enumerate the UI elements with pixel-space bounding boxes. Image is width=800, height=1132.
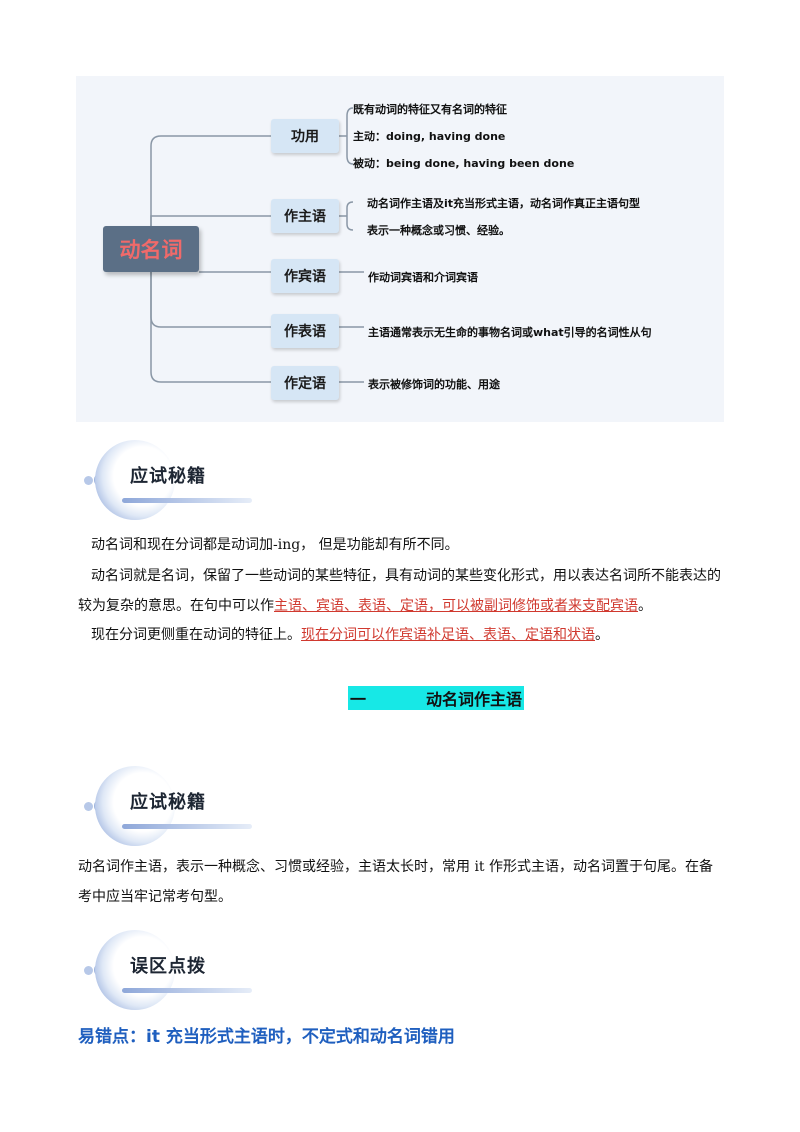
decor-ring xyxy=(95,440,175,520)
section-banner: 误区点拨 xyxy=(80,930,255,1010)
text-run: 动名词就是名词，保留了一些动词的某些特征，具有动词的某些变化形式，用以表达名词所… xyxy=(78,568,721,614)
mindmap-root: 动名词 xyxy=(103,226,199,272)
mindmap-node-function: 功用 xyxy=(271,119,339,153)
mindmap-leaf: 主语通常表示无生命的事物名词或what引导的名词性从句 xyxy=(368,326,652,339)
decor-ring xyxy=(95,766,175,846)
section-title: 动名词作主语 xyxy=(426,690,523,709)
text-run: 。 xyxy=(595,627,609,643)
highlighted-text: 主语、宾语、表语、定语，可以被副词修饰或者来支配宾语 xyxy=(274,598,638,614)
highlighted-text: 现在分词可以作宾语补足语、表语、定语和状语 xyxy=(301,627,595,643)
mindmap-node-object: 作宾语 xyxy=(271,259,339,293)
banner-label: 应试秘籍 xyxy=(130,792,206,813)
decor-bar xyxy=(122,824,252,829)
mindmap-leaf: 作动词宾语和介词宾语 xyxy=(368,271,478,284)
mindmap-node-attributive: 作定语 xyxy=(271,366,339,400)
section-heading: 一 动名词作主语 xyxy=(348,686,525,710)
section-banner: 应试秘籍 xyxy=(80,440,255,520)
mindmap-leaf: 动名词作主语及it充当形式主语，动名词作真正主语句型 xyxy=(367,197,641,210)
intro-paragraph-1: 动名词和现在分词都是动词加-ing， 但是功能却有所不同。 xyxy=(91,537,459,553)
section1-paragraph: 动名词作主语，表示一种概念、习惯或经验，主语太长时，常用 it 作形式主语，动名… xyxy=(78,859,714,905)
decor-dot xyxy=(84,966,93,975)
section-banner: 应试秘籍 xyxy=(80,766,255,846)
mindmap-connectors xyxy=(150,107,364,383)
error-point-title: 易错点：it 充当形式主语时，不定式和动名词错用 xyxy=(78,1027,455,1047)
banner-label: 应试秘籍 xyxy=(130,466,206,487)
intro-paragraph-3: 现在分词更侧重在动词的特征上。现在分词可以作宾语补足语、表语、定语和状语。 xyxy=(78,620,724,650)
mindmap-leaf: 表示被修饰词的功能、用途 xyxy=(368,378,500,391)
mindmap-figure: 动名词 功用 既有动词的特征又有名词的特征 主动：doing, having d… xyxy=(76,76,724,422)
mindmap-leaf: 主动：doing, having done xyxy=(353,130,506,143)
section-number: 一 xyxy=(350,690,367,709)
intro-paragraph-2: 动名词就是名词，保留了一些动词的某些特征，具有动词的某些变化形式，用以表达名词所… xyxy=(78,561,724,621)
decor-dot xyxy=(84,476,93,485)
decor-bar xyxy=(122,498,252,503)
mindmap-leaf: 表示一种概念或习惯、经验。 xyxy=(367,224,510,237)
decor-ring xyxy=(95,930,175,1010)
mindmap-leaf: 既有动词的特征又有名词的特征 xyxy=(353,103,507,116)
text-run: 现在分词更侧重在动词的特征上。 xyxy=(91,627,301,643)
mindmap-leaf: 被动：being done, having been done xyxy=(353,157,575,170)
mindmap-node-subject: 作主语 xyxy=(271,199,339,233)
mindmap-node-predicative: 作表语 xyxy=(271,314,339,348)
text-run: 。 xyxy=(638,598,652,614)
banner-label: 误区点拨 xyxy=(130,956,206,977)
decor-dot xyxy=(84,802,93,811)
decor-bar xyxy=(122,988,252,993)
